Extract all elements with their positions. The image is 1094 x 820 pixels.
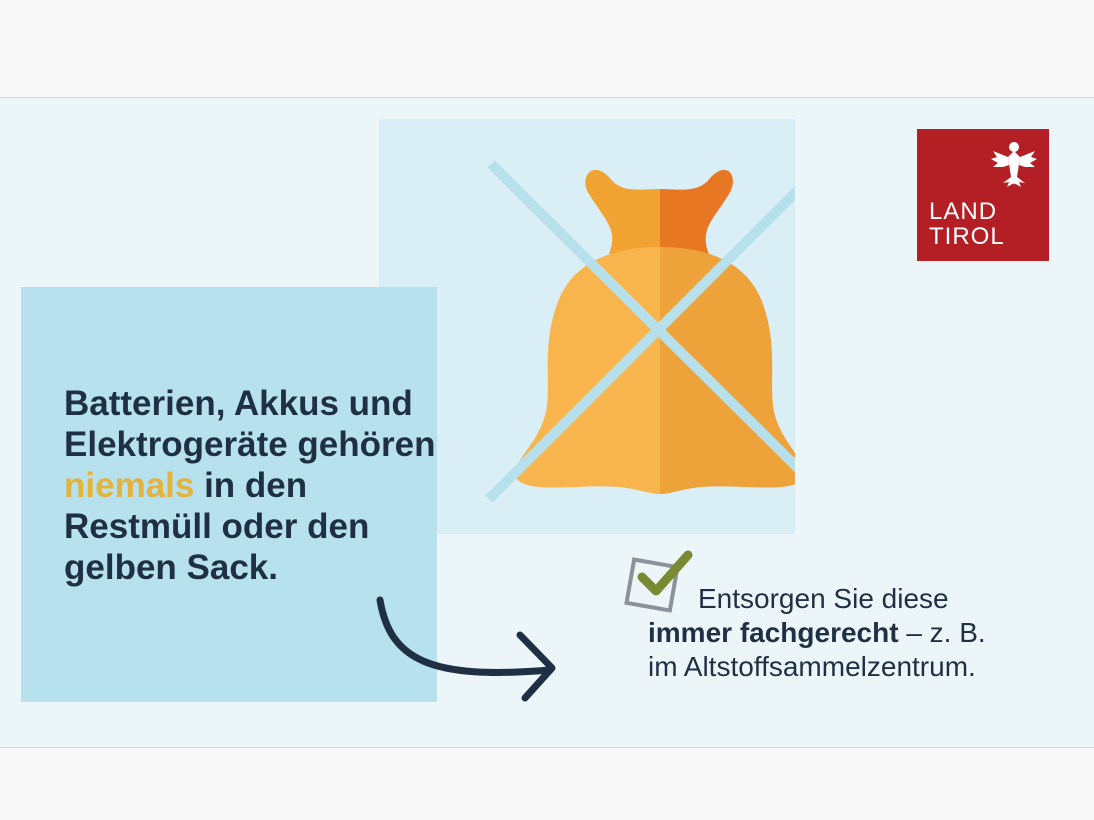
checkbox-check-icon: [624, 550, 693, 613]
logo-line-2: TIROL: [929, 223, 1005, 250]
info-line-1: Entsorgen Sie diese: [698, 583, 949, 614]
info-bold: immer fachgerecht: [648, 617, 899, 648]
arrow-icon: [376, 596, 556, 702]
headline-highlight: niemals: [64, 466, 195, 505]
info-line-3: im Altstoffsammelzentrum.: [648, 651, 976, 682]
headline-text: Batterien, Akkus und Elektrogeräte gehör…: [64, 384, 436, 464]
info-rest: – z. B.: [898, 617, 986, 648]
tyrolean-eagle-icon: [991, 142, 1037, 187]
info-text: Entsorgen Sie diese immer fachgerecht – …: [648, 582, 986, 684]
headline: Batterien, Akkus und Elektrogeräte gehör…: [64, 383, 444, 588]
headline-text-end: in den Restmüll oder den gelben Sack.: [64, 466, 370, 587]
crossed-out-bag-icon: [485, 160, 795, 503]
logo-line-1: LAND: [929, 198, 998, 225]
message-box: [21, 287, 437, 702]
